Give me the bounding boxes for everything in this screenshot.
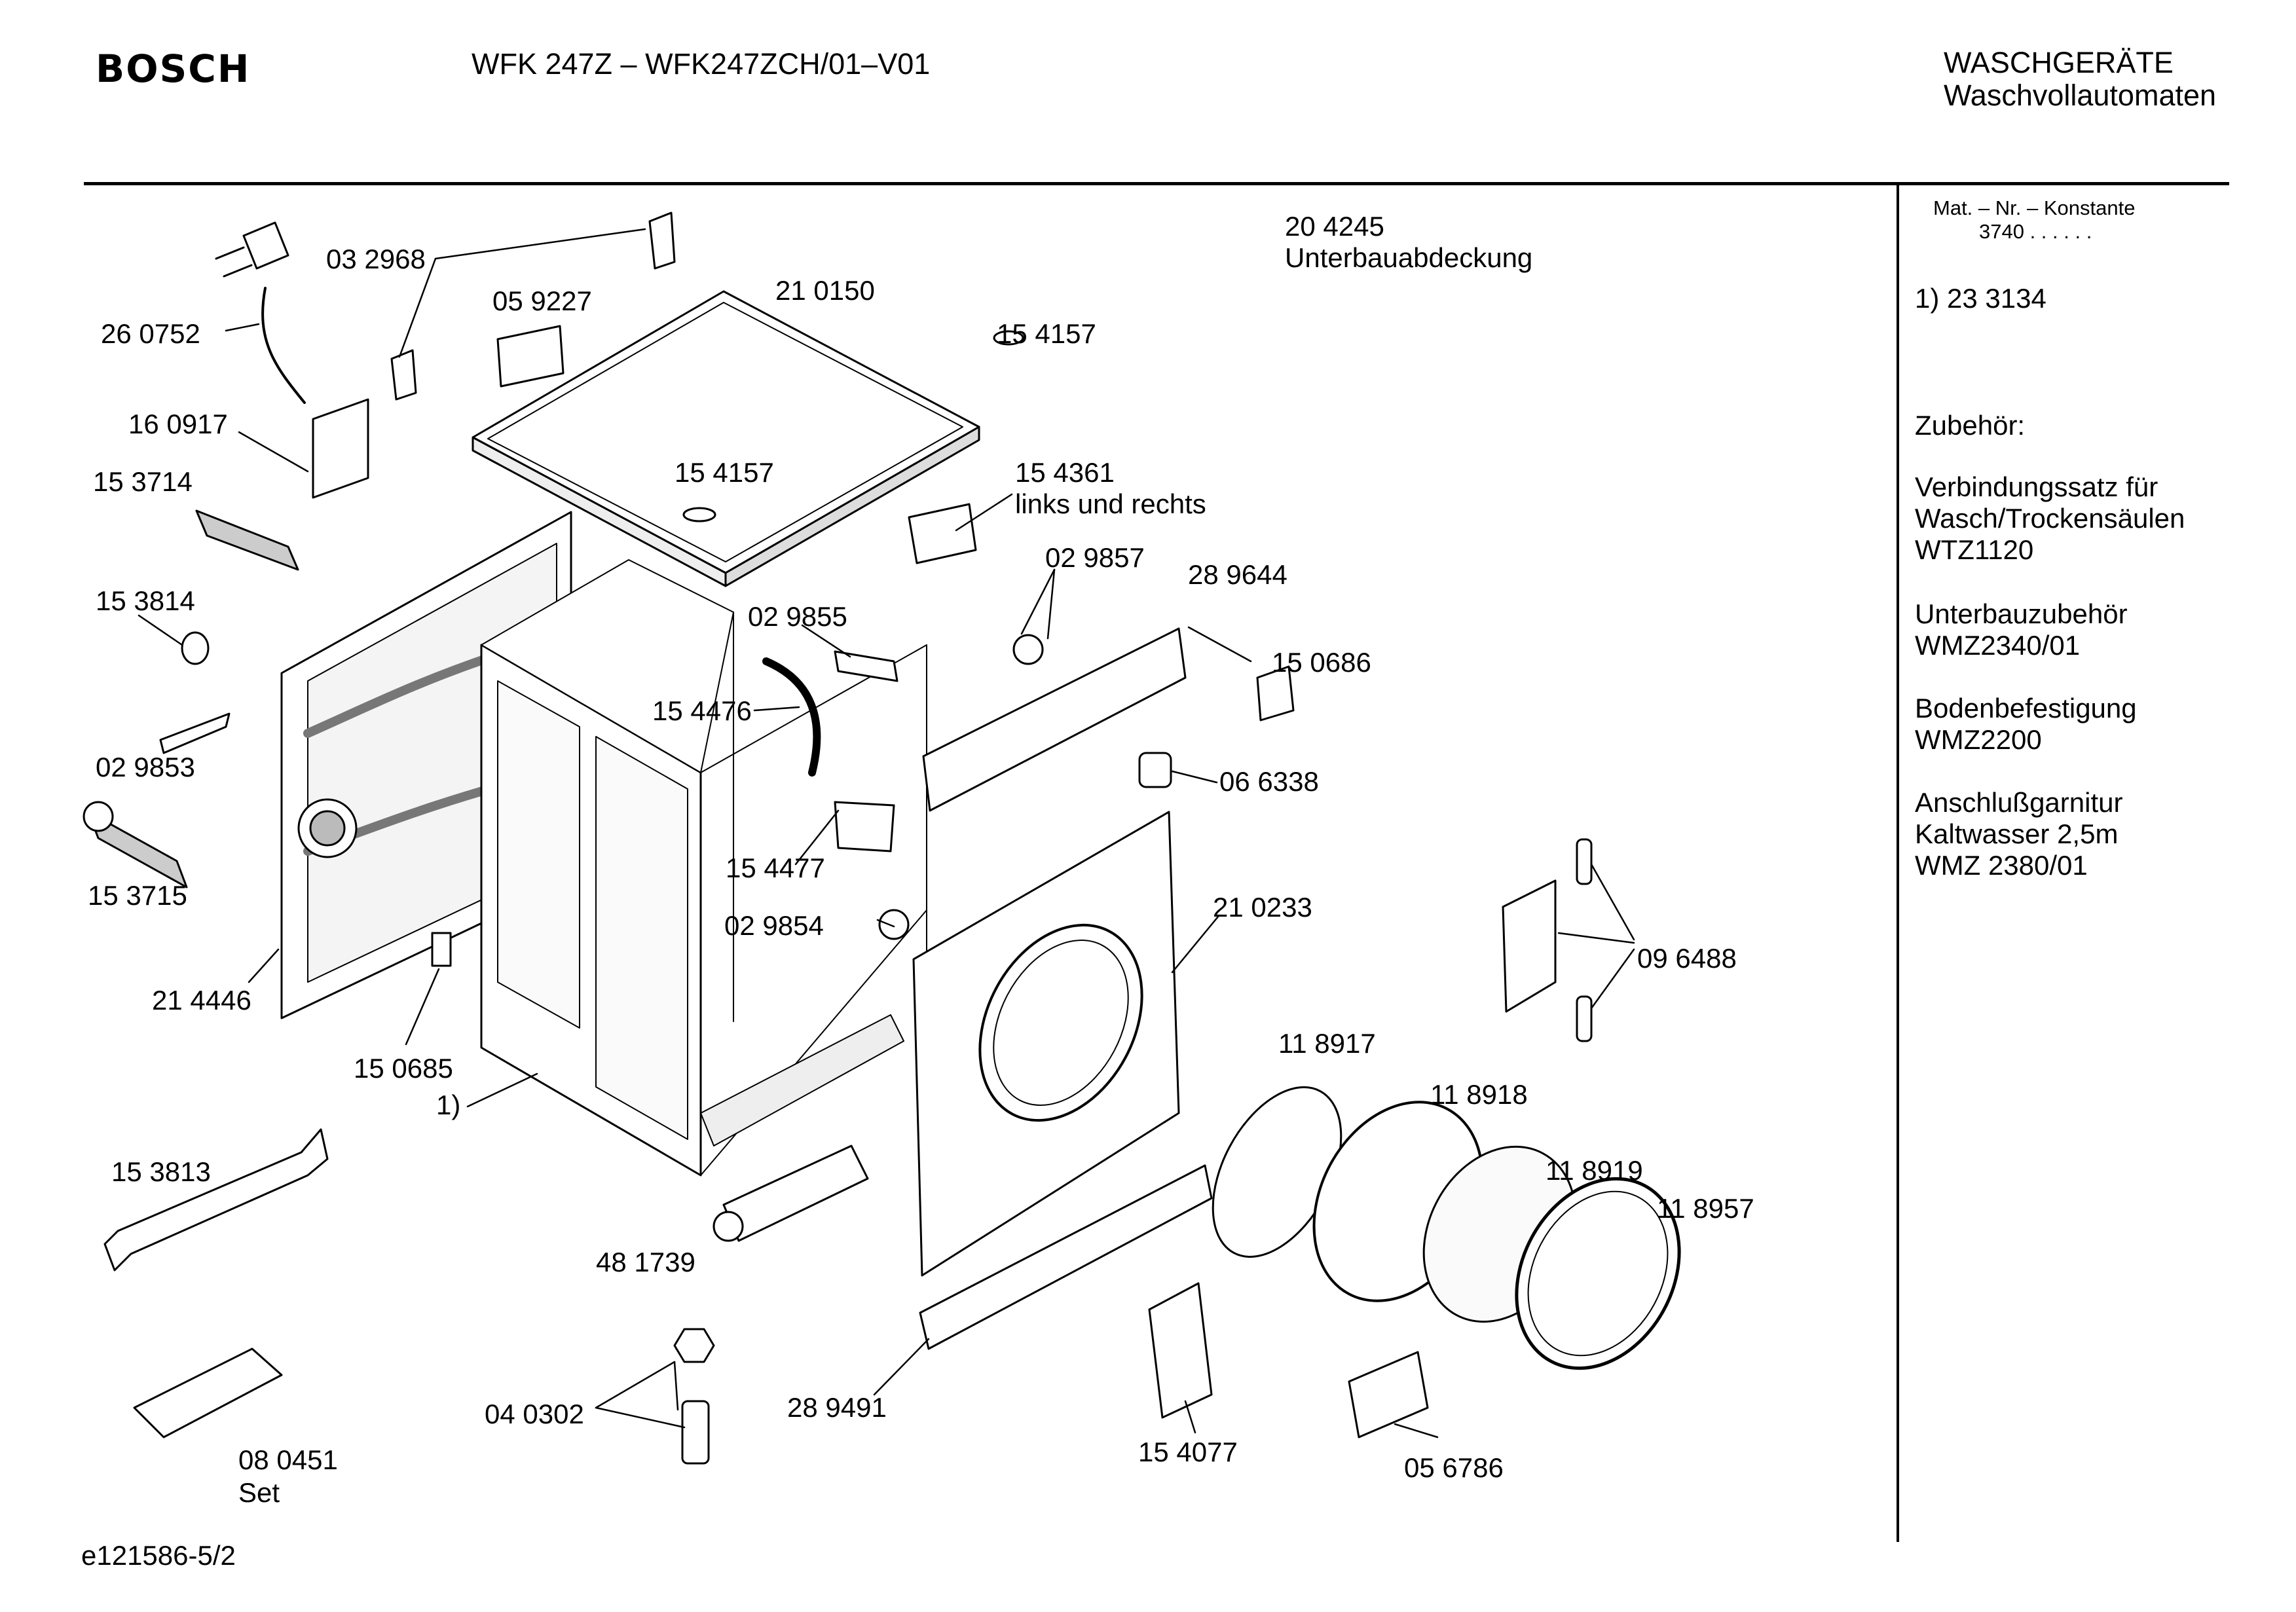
part-number-label: 11 8918 <box>1430 1079 1528 1110</box>
part-number-label: 21 4446 <box>152 985 251 1016</box>
kick-plate-part <box>919 1164 1213 1350</box>
transport-bracket-part <box>133 1347 283 1438</box>
part-number-label: 02 9857 <box>1045 542 1145 573</box>
clip-part-029853 <box>159 712 231 754</box>
part-number-label: 26 0752 <box>101 318 200 349</box>
part-number-label: 15 4077 <box>1138 1437 1238 1467</box>
part-number-label: 15 0686 <box>1272 647 1371 678</box>
part-number-label: 15 4157 <box>675 457 774 488</box>
part-number-label: 04 0302 <box>485 1399 584 1429</box>
part-number-label: 48 1739 <box>596 1247 695 1277</box>
part-number-label: 05 6786 <box>1404 1452 1504 1483</box>
part-number-label: 08 0451 <box>238 1444 338 1475</box>
part-description-label: Set <box>238 1477 280 1508</box>
header-divider <box>84 182 2229 185</box>
accessory-line: Verbindungssatz für <box>1915 471 2158 502</box>
part-number-label: 02 9854 <box>724 910 824 941</box>
sidebar-divider <box>1897 185 1899 1542</box>
part-number-label: 15 4157 <box>997 318 1096 349</box>
part-number-label: 20 4245 <box>1285 211 1384 242</box>
part-number-label: 15 3715 <box>88 880 187 911</box>
bracket-part-154477 <box>834 801 895 852</box>
mat-nr-label: Mat. – Nr. – Konstante <box>1933 196 2136 219</box>
part-number-label: 02 9853 <box>96 752 195 782</box>
accessory-line: WMZ 2380/01 <box>1915 850 2088 881</box>
hose-part-153714 <box>195 509 299 571</box>
control-rail-part <box>922 627 1187 812</box>
door-lock-part-154077 <box>1148 1282 1213 1419</box>
nut-part-040302 <box>673 1328 715 1363</box>
parts-drawing <box>83 211 1681 1465</box>
part-description-label: links und rechts <box>1015 488 1206 519</box>
subcategory-title: Waschvollautomaten <box>1944 79 2217 112</box>
leader-lines <box>138 228 1635 1438</box>
accessory-line: WMZ2200 <box>1915 724 2042 755</box>
brand-logo: BOSCH <box>96 46 251 91</box>
front-panel-part <box>912 811 1180 1277</box>
part-number-label: 11 8917 <box>1278 1028 1376 1059</box>
accessory-line: Bodenbefestigung <box>1915 693 2137 724</box>
hose-part-153715 <box>83 801 188 888</box>
mat-nr-value: 3740 . . . . . . <box>1979 220 2092 243</box>
footnote-reference-label: 1) <box>436 1090 461 1120</box>
bracket-part-029855 <box>834 650 898 682</box>
wrench-part <box>103 1128 329 1272</box>
model-title: WFK 247Z – WFK247ZCH/01–V01 <box>472 47 931 81</box>
door-ring-outer-part <box>1515 1177 1681 1370</box>
accessory-line: WMZ2340/01 <box>1915 630 2081 661</box>
switch-part-150685 <box>431 932 452 967</box>
pin-part <box>1576 995 1593 1042</box>
power-cord-part <box>215 221 306 404</box>
accessory-line: Unterbauzubehör <box>1915 598 2128 629</box>
handle-part-059227 <box>496 325 565 388</box>
part-number-label: 09 6488 <box>1637 943 1737 974</box>
pin-part <box>1576 838 1593 885</box>
part-number-label: 21 0233 <box>1213 892 1312 923</box>
accessory-line: Wasch/Trockensäulen <box>1915 503 2185 534</box>
part-number-label: 15 4361 <box>1015 457 1115 488</box>
part-number-label: 05 9227 <box>492 285 592 316</box>
part-number-label: 28 9644 <box>1188 559 1287 590</box>
drawing-id: e121586-5/2 <box>81 1540 236 1571</box>
bushing-part-029854 <box>878 909 910 940</box>
part-number-label: 03 2968 <box>326 244 426 274</box>
category-title: WASCHGERÄTE <box>1944 46 2174 79</box>
bracket-part-032968b <box>390 349 417 401</box>
part-number-label: 02 9855 <box>748 601 847 632</box>
accessory-line: WTZ1120 <box>1915 534 2034 565</box>
part-number-label: 16 0917 <box>128 409 228 439</box>
part-number-label: 06 6338 <box>1219 766 1319 797</box>
bracket-part-032968 <box>648 211 676 270</box>
part-number-label: 15 0685 <box>354 1053 453 1084</box>
part-description-label: Unterbauabdeckung <box>1285 242 1533 273</box>
part-number-label: 15 3714 <box>93 466 193 497</box>
accessory-line: Kaltwasser 2,5m <box>1915 818 2119 849</box>
part-number-label: 15 4477 <box>726 852 825 883</box>
plug-part-154157 <box>993 330 1024 346</box>
screw-part-040302 <box>681 1400 710 1465</box>
bracket-part-154361 <box>908 503 977 564</box>
plug-part-153814 <box>181 631 210 665</box>
part-number-label: 21 0150 <box>775 275 875 306</box>
hinge-part <box>1502 879 1557 1013</box>
dispenser-handle-part-481739 <box>722 1145 869 1242</box>
cabinet-side-panel-part <box>480 559 927 1177</box>
footnote-1: 1) 23 3134 <box>1915 283 2046 314</box>
clip-part-160917 <box>312 398 369 499</box>
accessory-line: Anschlußgarnitur <box>1915 787 2123 818</box>
bracket-part-154476 <box>762 657 821 777</box>
latch-part-150686 <box>1256 665 1295 722</box>
part-number-label: 28 9491 <box>787 1392 887 1423</box>
part-number-label: 15 4476 <box>652 695 752 726</box>
top-cover-part <box>472 290 980 587</box>
accessories-title: Zubehör: <box>1915 410 2026 441</box>
part-number-label: 15 3813 <box>111 1156 211 1187</box>
part-number-label: 11 8957 <box>1657 1193 1754 1224</box>
clip-part-066338 <box>1138 752 1172 788</box>
door-handle-part-056786 <box>1348 1351 1429 1438</box>
grommet-part-029857 <box>1012 634 1044 665</box>
part-number-label: 11 8919 <box>1546 1155 1643 1186</box>
part-number-label: 15 3814 <box>96 585 195 616</box>
